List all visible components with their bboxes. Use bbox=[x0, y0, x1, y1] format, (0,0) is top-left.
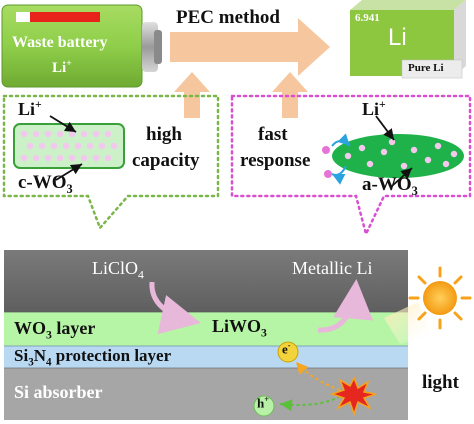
sun-icon bbox=[408, 266, 472, 330]
capacity-label: capacity bbox=[132, 150, 200, 171]
waste-battery-icon bbox=[1, 4, 162, 88]
electron-label: e- bbox=[282, 340, 291, 357]
fast-label: fast bbox=[258, 124, 288, 145]
hole-path bbox=[279, 395, 341, 412]
hole-bubble bbox=[253, 395, 275, 417]
hole-label: h+ bbox=[257, 394, 270, 411]
metallic-li-label: Metallic Li bbox=[292, 258, 373, 278]
battery-ion: Li+ bbox=[52, 58, 72, 76]
liwo3-label: LiWO3 bbox=[212, 316, 267, 340]
light-label: light bbox=[422, 372, 459, 393]
lithiation-arrow bbox=[149, 281, 201, 335]
pec-method-arrow bbox=[170, 18, 330, 76]
absorption-blast-icon bbox=[329, 376, 377, 417]
reduction-arrow bbox=[317, 279, 374, 333]
electron-bubble bbox=[277, 341, 299, 363]
pec-method-label: PEC method bbox=[176, 7, 280, 28]
high-label: high bbox=[146, 124, 182, 145]
response-label: response bbox=[240, 150, 311, 171]
left-li-ion-label: Li+ bbox=[18, 98, 42, 119]
pure-li-label: Pure Li bbox=[408, 62, 444, 74]
element-symbol: Li bbox=[388, 24, 407, 51]
atomic-mass: 6.941 bbox=[355, 12, 380, 24]
si3n4-layer-label: Si3N4 protection layer bbox=[14, 346, 172, 369]
left-callout-border bbox=[2, 94, 220, 231]
light-beam bbox=[384, 302, 432, 344]
right-callout-border bbox=[230, 94, 472, 238]
electron-path bbox=[295, 361, 341, 391]
c-wo3-crystal bbox=[13, 115, 125, 181]
si-absorber-label: Si absorber bbox=[14, 382, 103, 402]
liclo4-label: LiClO4 bbox=[92, 258, 144, 282]
up-arrow-right bbox=[272, 72, 308, 118]
right-li-ion-label: Li+ bbox=[362, 98, 386, 119]
pure-li-block-icon bbox=[350, 0, 466, 79]
a-wo3-amorphous bbox=[322, 115, 464, 187]
wo3-layer-label: WO3 layer bbox=[14, 318, 96, 342]
a-wo3-label: a-WO3 bbox=[362, 174, 418, 198]
c-wo3-label: c-WO3 bbox=[18, 172, 73, 196]
battery-label: Waste battery bbox=[12, 34, 108, 51]
